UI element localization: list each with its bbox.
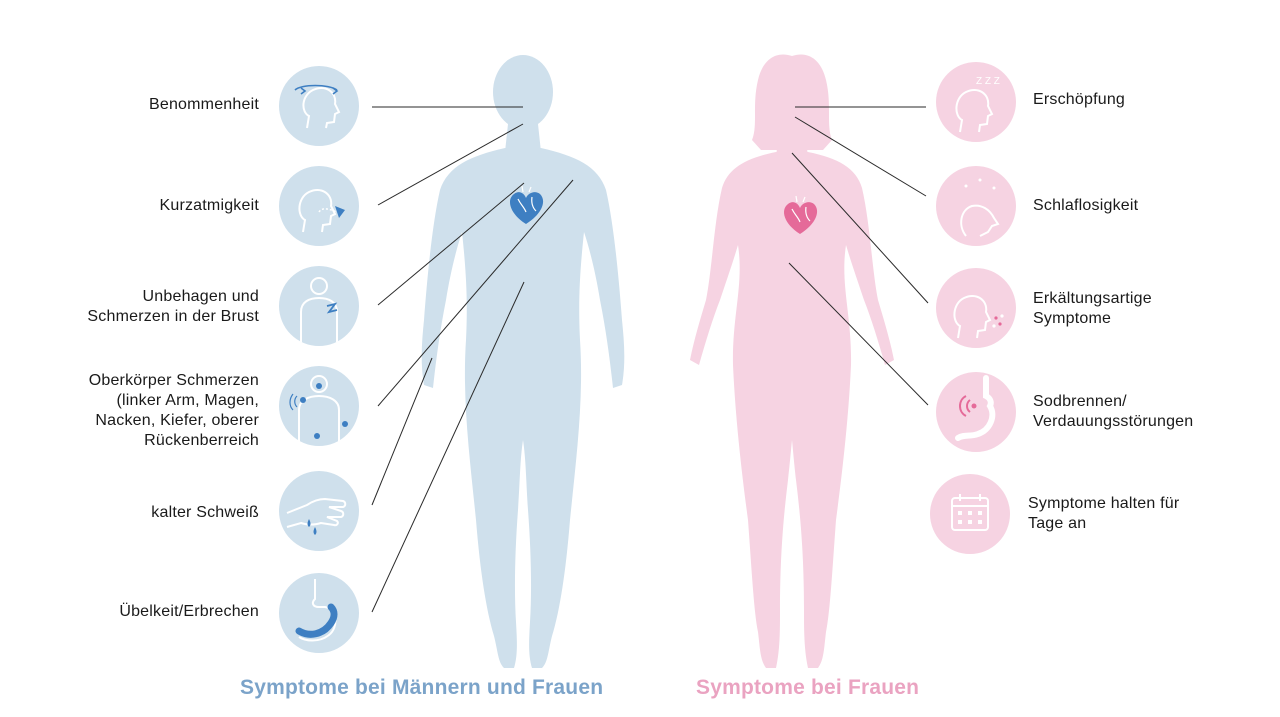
cough-head-icon [936,268,1016,348]
caption-men-and-women: Symptome bei Männern und Frauen [240,676,604,699]
heartburn-stomach-icon [936,372,1016,452]
male-silhouette [421,55,625,668]
label-brustschmerzen: Unbehagen und Schmerzen in der Brust [87,288,259,325]
label-uebelkeit: Übelkeit/Erbrechen [119,603,259,620]
female-heart-icon [784,195,818,234]
sweating-hand-icon [279,471,359,551]
left-connectors [371,106,574,613]
chest-pain-icon [279,266,359,346]
zzz-text: Z Z Z [976,76,1000,87]
label-kurzatmigkeit: Kurzatmigkeit [159,197,259,214]
label-erkaeltung: Erkältungsartige Symptome [1033,290,1152,327]
label-sodbrennen: Sodbrennen/ Verdauungsstörungen [1033,393,1194,430]
calendar-icon [930,474,1010,554]
label-symptome-tage: Symptome halten für Tage an [1028,495,1180,532]
male-heart-icon [510,185,544,224]
label-schlaflosigkeit: Schlaflosigkeit [1033,197,1139,214]
breath-head-icon [279,166,359,246]
upper-body-pain-icon [279,366,359,446]
label-erschoepfung: Erschöpfung [1033,91,1126,108]
sleepless-head-icon [936,166,1016,246]
tired-head-icon: Z Z Z [936,62,1016,142]
label-oberkoerper-schmerzen: Oberkörper Schmerzen (linker Arm, Magen,… [88,372,259,449]
female-silhouette [690,54,894,668]
caption-women: Symptome bei Frauen [696,676,920,699]
stomach-icon [279,573,359,653]
dizzy-head-icon [279,66,359,146]
right-connectors [788,106,929,406]
label-kalter-schweiss: kalter Schweiß [151,504,259,521]
label-benommenheit: Benommenheit [148,96,259,113]
